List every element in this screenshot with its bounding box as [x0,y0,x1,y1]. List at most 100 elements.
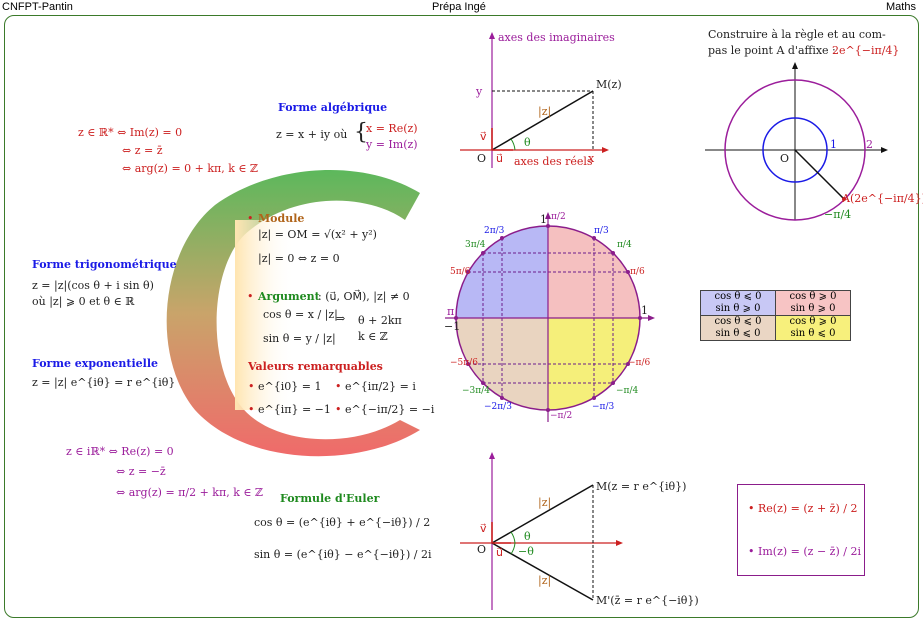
construire-two: 2 [866,138,873,151]
valeur-3: • e^{iπ} = −1 [248,403,331,416]
argument-result-2: k ∈ ℤ [358,330,388,343]
conjugate-diagram [460,452,623,610]
trig-line-1: z = |z|(cos θ + i sin θ) [32,279,154,292]
plane2-mod-bottom: |z| [538,574,552,587]
circle-mpi6: −π/6 [628,358,651,368]
construire-line-1: Construire à la règle et au com- [708,28,886,41]
plane2-M: M(z = r e^{iθ}) [596,480,687,493]
sign-cell: cos θ ⩾ 0 [775,290,851,303]
valeur-1: • e^{i0} = 1 [248,380,322,393]
circle-one-x: 1 [641,304,648,317]
sign-cell: sin θ ⩾ 0 [700,303,776,316]
argument-result-1: θ + 2kπ [358,314,402,327]
sign-cell: cos θ ⩽ 0 [700,315,776,328]
sign-cell: sin θ ⩽ 0 [700,328,776,341]
im-def: y = Im(z) [366,138,418,151]
circle-m3pi4: −3π/4 [462,386,490,396]
module-line-2: |z| = 0 ⇔ z = 0 [258,252,340,265]
expo-title: Forme exponentielle [32,357,159,370]
sign-cell: cos θ ⩾ 0 [775,315,851,328]
argument-arrow: ⇒ [336,312,346,325]
construire-one: 1 [830,138,837,151]
circle-5pi6: 5π/6 [450,267,471,277]
sign-cell: sin θ ⩾ 0 [775,303,851,316]
plane1-O: O [477,152,487,165]
argument-desc: : (u⃗, OM⃗), |z| ≠ 0 [318,290,410,303]
plane2-theta: θ [524,530,531,543]
brace: { [354,120,368,145]
plane1-mod: |z| [538,105,552,118]
plane2-u: u⃗ [496,546,503,559]
circle-2pi3: 2π/3 [484,226,505,236]
valeur-2: • e^{iπ/2} = i [335,380,416,393]
header-left: CNFPT-Pantin [2,1,73,13]
plane1-v: v⃗ [480,130,487,143]
euler-sin: sin θ = (e^{iθ} − e^{−iθ}) / 2i [254,548,432,561]
bullet: • [247,290,254,303]
plane1-M: M(z) [596,78,622,91]
imag-line-3: ⇔ arg(z) = π/2 + kπ, k ∈ ℤ [116,486,264,499]
imag-line-2: ⇔ z = −z̄ [116,465,166,478]
plane2-v: v⃗ [480,522,487,535]
argument-cos: cos θ = x / |z| [263,308,338,321]
trig-line-2: où |z| ⩾ 0 et θ ∈ ℝ [32,295,135,308]
circle-m5pi6: −5π/6 [450,358,478,368]
sheet-frame [4,15,919,618]
header-right: Maths [886,1,916,13]
construction-diagram [705,62,888,221]
expo-line-1: z = |z| e^{iθ} = r e^{iθ} [32,376,176,389]
construire-value: 2e^{−iπ/4} [832,44,900,57]
trig-title: Forme trigonométrique [32,258,177,271]
circle-pi: π [447,305,455,318]
re-def: x = Re(z) [366,122,418,135]
circle-mpi2: −π/2 [550,411,573,421]
header-center: Prépa Ingé [432,1,486,13]
plane1-xaxis-label: axes des réels [514,155,593,168]
unit-circle-diagram [445,212,655,422]
reel-line-2: ⇔ z = z̄ [122,144,163,157]
plane2-mod-top: |z| [538,496,552,509]
argument-sin: sin θ = y / |z| [263,332,336,345]
construire-O: O [780,152,790,165]
plane1-u: u⃗ [496,152,503,165]
circle-m2pi3: −2π/3 [484,402,512,412]
construire-angle: −π/4 [824,208,852,221]
complex-plane-diagram [460,32,609,168]
reel-line-3: ⇔ arg(z) = 0 + kπ, k ∈ ℤ [122,162,259,175]
bullet: • [247,212,254,225]
circle-one-y: 1 [540,213,547,226]
euler-cos: cos θ = (e^{iθ} + e^{−iθ}) / 2 [254,516,431,529]
circle-3pi4: 3π/4 [465,240,486,250]
circle-mpi3: −π/3 [592,402,615,412]
forme-algebrique-eq: z = x + iy où [276,128,348,141]
construire-line-2: pas le point A d'affixe : [708,44,836,57]
sign-cell: cos θ ⩽ 0 [700,290,776,303]
module-title: Module [258,212,305,225]
plane2-O: O [477,543,487,556]
euler-title: Formule d'Euler [280,492,380,505]
circle-pi4: π/4 [617,240,632,250]
valeurs-title: Valeurs remarquables [248,360,383,373]
re-formula: • Re(z) = (z + z̄) / 2 [748,502,858,515]
imag-line-1: z ∈ iℝ* ⇔ Re(z) = 0 [66,445,174,458]
valeur-4: • e^{−iπ/2} = −i [335,403,435,416]
re-im-box [737,484,865,576]
construire-A: A(2e^{−iπ/4}) [842,192,923,205]
page-header: CNFPT-Pantin Prépa Ingé Maths [0,0,923,16]
module-line-1: |z| = OM = √(x² + y²) [258,228,377,241]
circle-pi6: π/6 [630,267,645,277]
circle-minus-one: −1 [444,320,461,333]
forme-algebrique-title: Forme algébrique [278,101,388,114]
plane2-Mbar: M'(z̄ = r e^{−iθ}) [596,594,699,607]
plane1-x: x [588,152,595,165]
reel-line-1: z ∈ ℝ* ⇔ Im(z) = 0 [78,126,183,139]
im-formula: • Im(z) = (z − z̄) / 2i [748,545,861,558]
big-c-shape [166,170,420,457]
circle-pi2: π/2 [551,212,566,222]
plane2-mtheta: −θ [518,545,534,558]
sign-cell: sin θ ⩽ 0 [775,328,851,341]
plane1-y: y [476,85,483,98]
plane1-theta: θ [524,136,531,149]
circle-pi3: π/3 [594,226,609,236]
circle-mpi4: −π/4 [616,386,639,396]
